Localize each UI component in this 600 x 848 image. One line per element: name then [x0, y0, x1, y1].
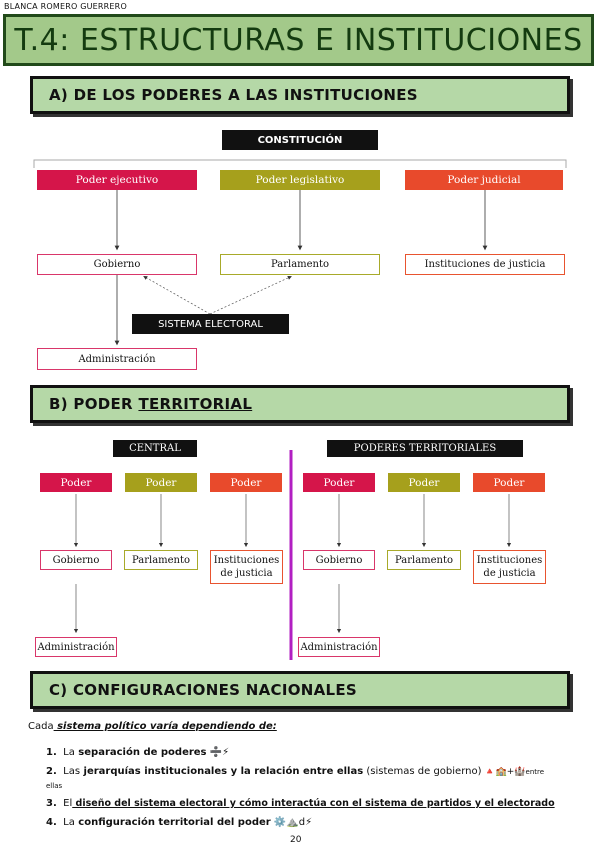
central-gobierno-box: Gobierno: [40, 550, 112, 570]
territorial-justicia-line2: de justicia: [483, 568, 536, 579]
section-c-intro: Cada sistema político varía dependiendo …: [28, 721, 588, 732]
gobierno-box: Gobierno: [37, 254, 197, 275]
page-number: 20: [290, 835, 302, 845]
poder-ejecutivo-bar: Poder ejecutivo: [37, 170, 197, 190]
central-poder-2: Poder: [125, 473, 197, 492]
item-number: 2.: [46, 766, 57, 777]
central-poder-3: Poder: [210, 473, 282, 492]
item-tail-2: ellas: [46, 782, 63, 790]
central-justicia-line2: de justicia: [220, 568, 273, 579]
item-emoji: 🔺🏫+🏰: [481, 767, 526, 777]
list-item: 1. La separación de poderes ➗⚡: [46, 746, 586, 760]
sistema-electoral-label: SISTEMA ELECTORAL: [132, 314, 289, 334]
central-parlamento-box: Parlamento: [124, 550, 198, 570]
section-b-heading-underlined: TERRITORIAL: [138, 395, 253, 413]
page-title: T.4: ESTRUCTURAS E INSTITUCIONES: [3, 14, 594, 66]
territorial-justicia-box: Instituciones de justicia: [473, 550, 546, 584]
territorial-poder-3: Poder: [473, 473, 545, 492]
item-pre: La: [63, 817, 75, 828]
item-emoji: ➗⚡: [206, 747, 230, 758]
constitucion-label: CONSTITUCIÓN: [222, 130, 378, 150]
territoriales-label: PODERES TERRITORIALES: [327, 440, 523, 457]
parlamento-box: Parlamento: [220, 254, 380, 275]
item-bold: diseño del sistema electoral y cómo inte…: [72, 798, 555, 809]
justicia-box: Instituciones de justicia: [405, 254, 565, 275]
item-bold: separación de poderes: [74, 747, 207, 758]
central-label: CENTRAL: [113, 440, 197, 457]
section-b-heading: B) PODER TERRITORIAL: [30, 385, 570, 423]
list-item: 2. Las jerarquías institucionales y la r…: [46, 765, 586, 793]
section-b-heading-prefix: B) PODER: [49, 395, 139, 413]
poder-legislativo-bar: Poder legislativo: [220, 170, 380, 190]
central-poder-1: Poder: [40, 473, 112, 492]
item-emoji: ⚙️⛰️d⚡: [270, 817, 313, 828]
author-name: BLANCA ROMERO GUERRERO: [4, 2, 127, 11]
item-pre: Las: [63, 766, 81, 777]
territorial-parlamento-box: Parlamento: [387, 550, 461, 570]
central-justicia-line1: Instituciones: [213, 555, 280, 566]
territorial-justicia-line1: Instituciones: [476, 555, 543, 566]
section-c-heading: C) CONFIGURACIONES NACIONALES: [30, 671, 570, 709]
item-pre: La: [63, 747, 75, 758]
intro-prefix: Cada: [28, 721, 54, 732]
item-tail: entre: [525, 768, 545, 776]
territorial-gobierno-box: Gobierno: [303, 550, 375, 570]
item-number: 3.: [46, 798, 57, 809]
territorial-administracion-box: Administración: [298, 637, 380, 657]
item-post: (sistemas de gobierno): [363, 766, 482, 777]
list-item: 4. La configuración territorial del pode…: [46, 816, 586, 830]
territorial-poder-1: Poder: [303, 473, 375, 492]
list-item: 3. El diseño del sistema electoral y cóm…: [46, 797, 596, 811]
central-justicia-box: Instituciones de justicia: [210, 550, 283, 584]
intro-underlined: sistema político varía dependiendo de:: [53, 721, 277, 732]
section-a-heading: A) DE LOS PODERES A LAS INSTITUCIONES: [30, 76, 570, 114]
territorial-poder-2: Poder: [388, 473, 460, 492]
central-administracion-box: Administración: [35, 637, 117, 657]
item-number: 4.: [46, 817, 57, 828]
item-bold: configuración territorial del poder: [74, 817, 271, 828]
administracion-box: Administración: [37, 348, 197, 370]
item-number: 1.: [46, 747, 57, 758]
poder-judicial-bar: Poder judicial: [405, 170, 563, 190]
item-pre: El: [63, 798, 73, 809]
item-bold: jerarquías institucionales y la relación…: [80, 766, 364, 777]
